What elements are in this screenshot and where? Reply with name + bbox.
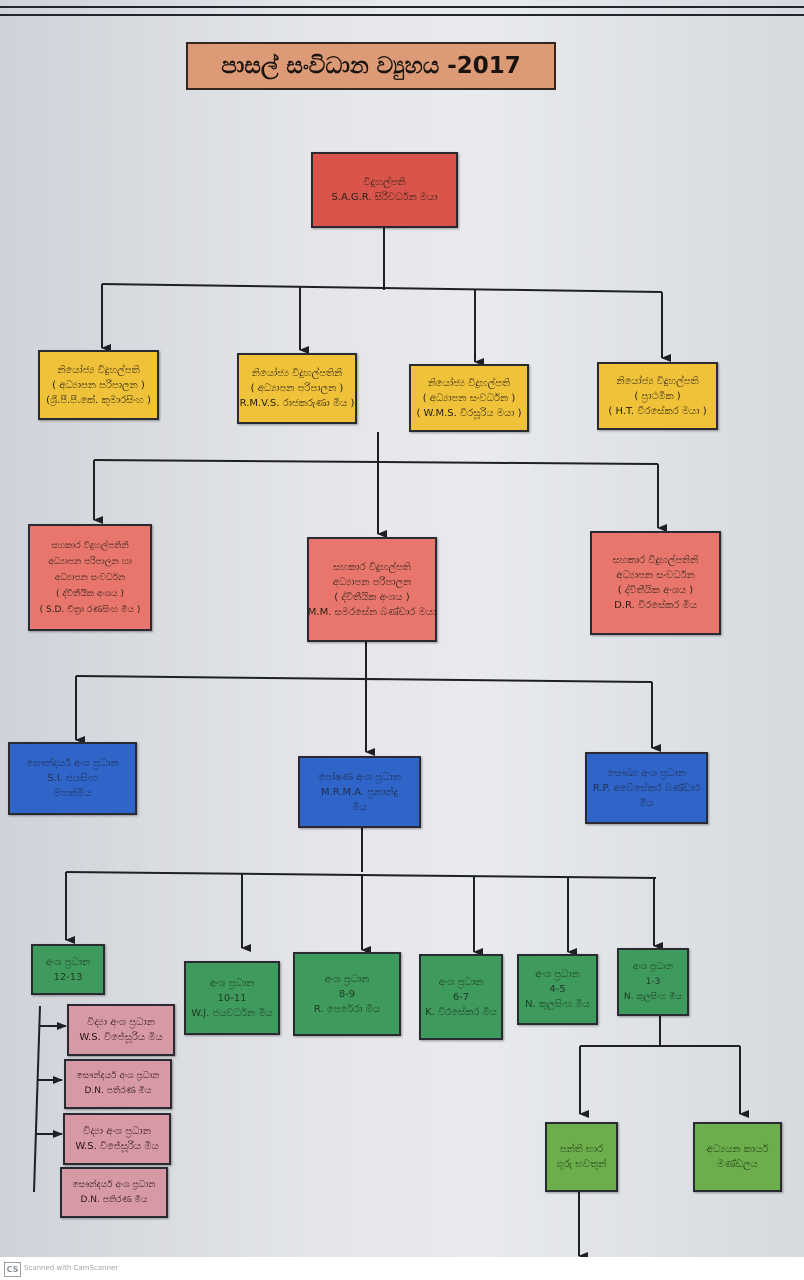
stream-name: D.N. පතිරණ මිය	[84, 1086, 152, 1096]
grade-name: R. පෙරේරා මිය	[313, 1003, 381, 1015]
primary-sub-title: මණ්ඩලය	[717, 1159, 758, 1170]
deputy-title: නියෝජ්‍ය විදුහල්පති	[427, 377, 511, 389]
primary-sub-title: පන්ති භාර	[559, 1144, 604, 1155]
principal-name: S.A.G.R. සිරිවර්ධන මයා	[331, 192, 438, 203]
connector	[101, 283, 663, 293]
grade-range: 6-7	[452, 991, 470, 1003]
deputy-title: නියෝජ්‍ය විදුහල්පති	[616, 375, 699, 387]
camscanner-logo: CS	[4, 1262, 21, 1277]
sectional-title: පෝෂණ අංශ ප්‍රධාන	[318, 771, 401, 783]
scanner-footer: CS Scanned with CamScanner	[0, 1257, 804, 1280]
deputy-title: නියෝජ්‍ය විදුහල්පති	[57, 364, 140, 376]
stream-name: W.S. විජේසූරිය මිය	[79, 1032, 163, 1043]
stream-title: සෞන්දර්ය අංශ ප්‍රධාන	[76, 1071, 160, 1081]
deputy-name: (ශ්‍රී.පී.පී.කේ. කුමාරසිංහ )	[46, 394, 151, 406]
sectional-name: මිය	[352, 801, 367, 813]
stream-title: විද්‍යා අංශ ප්‍රධාන	[83, 1126, 151, 1137]
class-teachers-box: පන්ති භාර ගුරු භවතුන්	[545, 1122, 618, 1192]
deputy-principal-box: නියෝජ්‍ය විදුහල්පති ( අධ්‍යාපන පරිපාලන )…	[38, 350, 159, 420]
stream-head-box: සෞන්දර්ය අංශ ප්‍රධාන D.N. පතිරණ මිය	[64, 1059, 172, 1109]
stream-title: විද්‍යා අංශ ප්‍රධාන	[87, 1017, 155, 1028]
connector	[93, 459, 659, 465]
deputy-role: ( අධ්‍යාපන පරිපාලන )	[250, 383, 344, 394]
grade-head-box: අංශ ප්‍රධාන 8-9 R. පෙරේරා මිය	[293, 952, 401, 1036]
assistant-title: සහකාර විදුහල්පති	[333, 561, 411, 573]
deputy-role: ( ප්‍රාථමික )	[634, 390, 681, 402]
sectional-head-box: පෝෂණ අංශ ප්‍රධාන M.R.M.A. ප්‍රනාන්දු මිය	[298, 756, 421, 828]
page-edge-line-top	[0, 6, 804, 8]
grade-title: අංශ ප්‍රධාන	[209, 977, 255, 989]
deputy-principal-box: නියෝජ්‍ය විදුහල්පතිනි ( අධ්‍යාපන පරිපාලන…	[237, 353, 357, 424]
principal-box: විදුහල්පති S.A.G.R. සිරිවර්ධන මයා	[311, 152, 458, 228]
academic-staff-box: අධ්‍යයන කාර්ය මණ්ඩලය	[693, 1122, 782, 1192]
assistant-section: ( ද්විතීයික අංශය )	[334, 591, 410, 603]
assistant-section: ( ද්විතීයික අංශය )	[617, 585, 694, 596]
stream-head-box: විද්‍යා අංශ ප්‍රධාන W.S. විජේසූරිය මිය	[67, 1004, 175, 1056]
grade-head-box: අංශ ප්‍රධාන 10-11 W.J. ජයවර්ධන මිය	[184, 961, 280, 1035]
stream-head-box: විද්‍යා අංශ ප්‍රධාන W.S. විජේසූරිය මිය	[63, 1113, 171, 1165]
page-edge-line-bottom	[0, 14, 804, 16]
deputy-role: ( අධ්‍යාපන සංවර්ධන )	[422, 392, 516, 404]
assistant-section: ( ද්විතීයික අංශය )	[56, 588, 124, 599]
connector	[75, 675, 653, 683]
sectional-title: සෞඛ්‍ය අංශ ප්‍රධාන	[607, 767, 686, 779]
assistant-principal-box: සහකාර විදුහල්පතිනි අධ්‍යාපන සංවර්ධන ( ද්…	[590, 531, 721, 635]
assistant-name: M.M. සමරසේන බණ්ඩාර මයා	[307, 606, 437, 618]
grade-title: අංශ ප්‍රධාන	[324, 973, 370, 985]
chart-title: පාසල් සංවිධාන ව්‍යුහය -2017	[186, 42, 556, 90]
grade-name: W.J. ජයවර්ධන මිය	[191, 1007, 273, 1019]
grade-range: 10-11	[217, 992, 247, 1004]
primary-sub-title: අධ්‍යයන කාර්ය	[706, 1144, 769, 1155]
grade-range: 4-5	[549, 984, 566, 995]
sectional-head-box: සෞන්දර්ය අංශ ප්‍රධාන S.I. ජයසිංහ මහත්මිය	[8, 742, 137, 815]
grade-name: N. කුලසිංහ මිය	[623, 991, 683, 1002]
grade-title: අංශ ප්‍රධාන	[632, 961, 674, 972]
sectional-name: මහත්මිය	[53, 788, 92, 799]
assistant-role: අධ්‍යාපන පරිපාලන හා	[48, 556, 132, 567]
scanner-watermark-text: Scanned with CamScanner	[24, 1264, 119, 1272]
grade-name: N. කුලසිංහ මිය	[525, 999, 590, 1010]
grade-title: අංශ ප්‍රධාන	[438, 976, 484, 988]
stream-name: W.S. විජේසූරිය මිය	[75, 1141, 159, 1152]
sectional-name: R.P. අබේසේකර බණ්ඩාර	[592, 782, 701, 794]
grade-title: අංශ ප්‍රධාන	[45, 956, 91, 968]
sectional-title: සෞන්දර්ය අංශ ප්‍රධාන	[26, 758, 119, 769]
assistant-role: අධ්‍යාපන සංවර්ධන	[616, 570, 695, 581]
assistant-name: D.R. වීරසේකර මිය	[614, 600, 697, 611]
grade-name: K. වීරසේකර මිය	[425, 1006, 497, 1018]
assistant-title: සහකාර විදුහල්පතිනි	[51, 540, 129, 551]
assistant-role: අධ්‍යාපන සංවර්ධන	[54, 572, 126, 583]
grade-head-box: අංශ ප්‍රධාන 1-3 N. කුලසිංහ මිය	[617, 948, 689, 1016]
sectional-name: මිය	[639, 797, 654, 809]
grade-range: 1-3	[645, 976, 661, 987]
grade-range: 12-13	[53, 971, 83, 983]
assistant-name: ( S.D. චිත්‍රා රණසිංහ මිය )	[39, 604, 141, 615]
stream-head-box: සෞන්දර්ය අංශ ප්‍රධාන D.N. පතිරණ මිය	[60, 1167, 168, 1218]
primary-sub-title: ගුරු භවතුන්	[556, 1159, 607, 1170]
principal-title: විදුහල්පති	[363, 177, 406, 188]
sectional-name: S.I. ජයසිංහ	[47, 773, 98, 784]
assistant-role: අධ්‍යාපන පරිපාලන	[332, 576, 412, 588]
deputy-role: ( අධ්‍යාපන පරිපාලන )	[52, 379, 145, 391]
grade-title: අංශ ප්‍රධාන	[535, 969, 580, 980]
grade-head-box: අංශ ප්‍රධාන 6-7 K. වීරසේකර මිය	[419, 954, 503, 1040]
assistant-principal-box: සහකාර විදුහල්පති අධ්‍යාපන පරිපාලන ( ද්වි…	[307, 537, 437, 642]
connector	[33, 1005, 41, 1193]
deputy-principal-box: නියෝජ්‍ය විදුහල්පති ( ප්‍රාථමික ) ( H.T.…	[597, 362, 718, 430]
assistant-principal-box: සහකාර විදුහල්පතිනි අධ්‍යාපන පරිපාලන හා අ…	[28, 524, 152, 631]
deputy-title: නියෝජ්‍ය විදුහල්පතිනි	[251, 368, 343, 379]
deputy-principal-box: නියෝජ්‍ය විදුහල්පති ( අධ්‍යාපන සංවර්ධන )…	[409, 364, 529, 432]
deputy-name: R.M.V.S. රාජකරුණා මිය )	[239, 398, 355, 409]
assistant-title: සහකාර විදුහල්පතිනි	[612, 555, 699, 566]
grade-head-box: අංශ ප්‍රධාන 12-13	[31, 944, 105, 995]
sectional-head-box: සෞඛ්‍ය අංශ ප්‍රධාන R.P. අබේසේකර බණ්ඩාර ම…	[585, 752, 708, 824]
stream-name: D.N. පතිරණ මිය	[80, 1194, 148, 1205]
deputy-name: ( H.T. වීරසේකර මයා )	[608, 405, 707, 417]
deputy-name: ( W.M.S. වීරසූරිය මයා )	[416, 407, 522, 419]
grade-range: 8-9	[338, 988, 356, 1000]
grade-head-box: අංශ ප්‍රධාන 4-5 N. කුලසිංහ මිය	[517, 954, 598, 1025]
sectional-name: M.R.M.A. ප්‍රනාන්දු	[320, 786, 399, 798]
stream-title: සෞන්දර්ය අංශ ප්‍රධාන	[72, 1179, 156, 1190]
